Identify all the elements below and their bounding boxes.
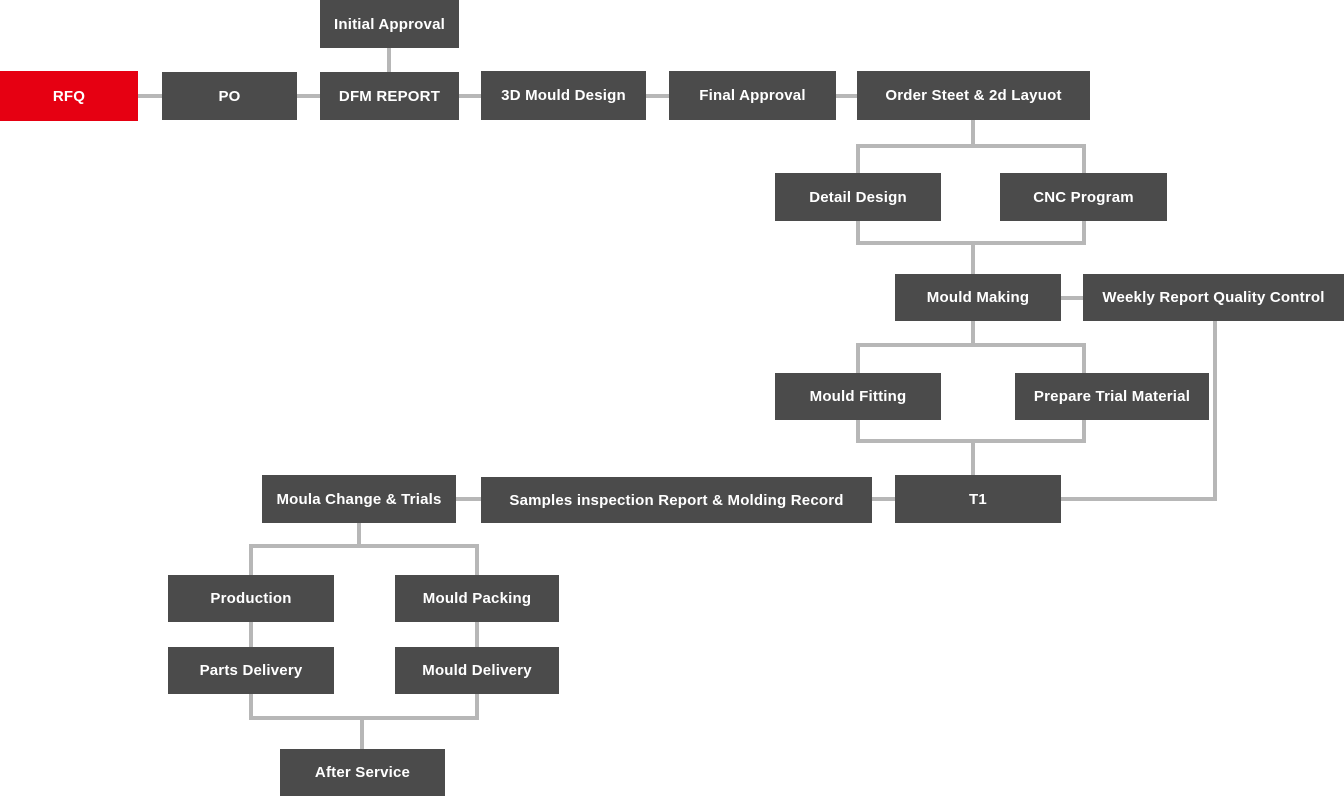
connector-merge-afterservice [360, 716, 364, 749]
node-rfq: RFQ [0, 71, 138, 121]
node-mould-making: Mould Making [895, 274, 1061, 321]
connector-merge-h3 [249, 716, 479, 720]
connector-split-packing [475, 544, 479, 575]
node-initial-approval: Initial Approval [320, 0, 459, 48]
node-t1: T1 [895, 475, 1061, 523]
connector-order-down [971, 120, 975, 146]
connector-dfm-3d [459, 94, 481, 98]
connector-making-weekly [1061, 296, 1083, 300]
connector-making-split-h [856, 343, 1086, 347]
connector-split-trial [1082, 343, 1086, 373]
connector-fitting-merge [856, 420, 860, 443]
connector-split-fitting [856, 343, 860, 373]
node-order-steel-2d-layout: Order Steet & 2d Layuot [857, 71, 1090, 120]
connector-trial-merge [1082, 420, 1086, 443]
node-mould-packing: Mould Packing [395, 575, 559, 622]
node-weekly-report-quality-control: Weekly Report Quality Control [1083, 274, 1344, 321]
node-mould-change-trials: Moula Change & Trials [262, 475, 456, 523]
node-dfm-report: DFM REPORT [320, 72, 459, 120]
node-cnc-program: CNC Program [1000, 173, 1167, 221]
node-detail-design: Detail Design [775, 173, 941, 221]
node-mould-fitting: Mould Fitting [775, 373, 941, 420]
connector-cnc-merge [1082, 221, 1086, 245]
node-mould-delivery: Mould Delivery [395, 647, 559, 694]
node-samples-inspection: Samples inspection Report & Molding Reco… [481, 477, 872, 523]
connector-order-split-h [856, 144, 1086, 148]
connector-making-down [971, 321, 975, 347]
connector-rfq-po [138, 94, 162, 98]
connector-merge-mouldmaking [971, 241, 975, 274]
connector-production-parts [249, 622, 253, 647]
connector-weekly-down [1213, 321, 1217, 501]
node-parts-delivery: Parts Delivery [168, 647, 334, 694]
connector-change-down [357, 523, 361, 548]
connector-parts-merge [249, 694, 253, 720]
node-after-service: After Service [280, 749, 445, 796]
connector-final-order [836, 94, 857, 98]
connector-change-split-h [249, 544, 479, 548]
connector-detail-merge [856, 221, 860, 245]
connector-merge-t1 [971, 439, 975, 475]
connector-split-cnc [1082, 144, 1086, 173]
node-3d-mould-design: 3D Mould Design [481, 71, 646, 120]
node-production: Production [168, 575, 334, 622]
node-po: PO [162, 72, 297, 120]
node-final-approval: Final Approval [669, 71, 836, 120]
node-prepare-trial-material: Prepare Trial Material [1015, 373, 1209, 420]
connector-split-production [249, 544, 253, 575]
connector-t1-samples [872, 497, 895, 501]
connector-split-detail [856, 144, 860, 173]
connector-samples-change [456, 497, 481, 501]
connector-po-dfm [297, 94, 320, 98]
connector-delivery-merge [475, 694, 479, 720]
connector-weekly-t1-h [1061, 497, 1217, 501]
connector-initial-dfm [387, 48, 391, 72]
connector-packing-delivery [475, 622, 479, 647]
connector-3d-final [646, 94, 669, 98]
